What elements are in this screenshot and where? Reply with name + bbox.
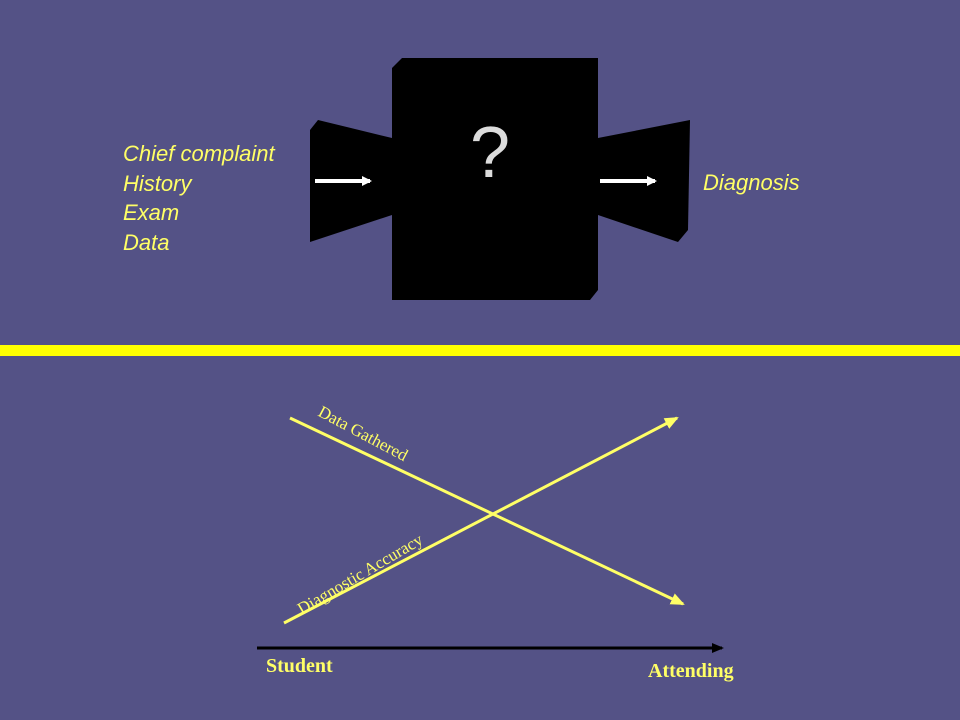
divider-bar	[0, 345, 960, 356]
inputs-list: Chief complaint History Exam Data	[123, 139, 275, 257]
input-exam: Exam	[123, 200, 180, 225]
output-diagnosis: Diagnosis	[703, 170, 800, 195]
input-history: History	[123, 170, 192, 196]
axis-end-label: Attending	[648, 660, 734, 682]
unknown-process-symbol: ?	[469, 113, 511, 193]
axis-start-label: Student	[266, 655, 333, 677]
black-box	[392, 58, 598, 300]
input-data: Data	[123, 229, 170, 255]
data-gathered-line	[289, 416, 685, 606]
input-chief-complaint: Chief complaint	[123, 141, 275, 166]
diagnostic-accuracy-line	[283, 416, 679, 625]
